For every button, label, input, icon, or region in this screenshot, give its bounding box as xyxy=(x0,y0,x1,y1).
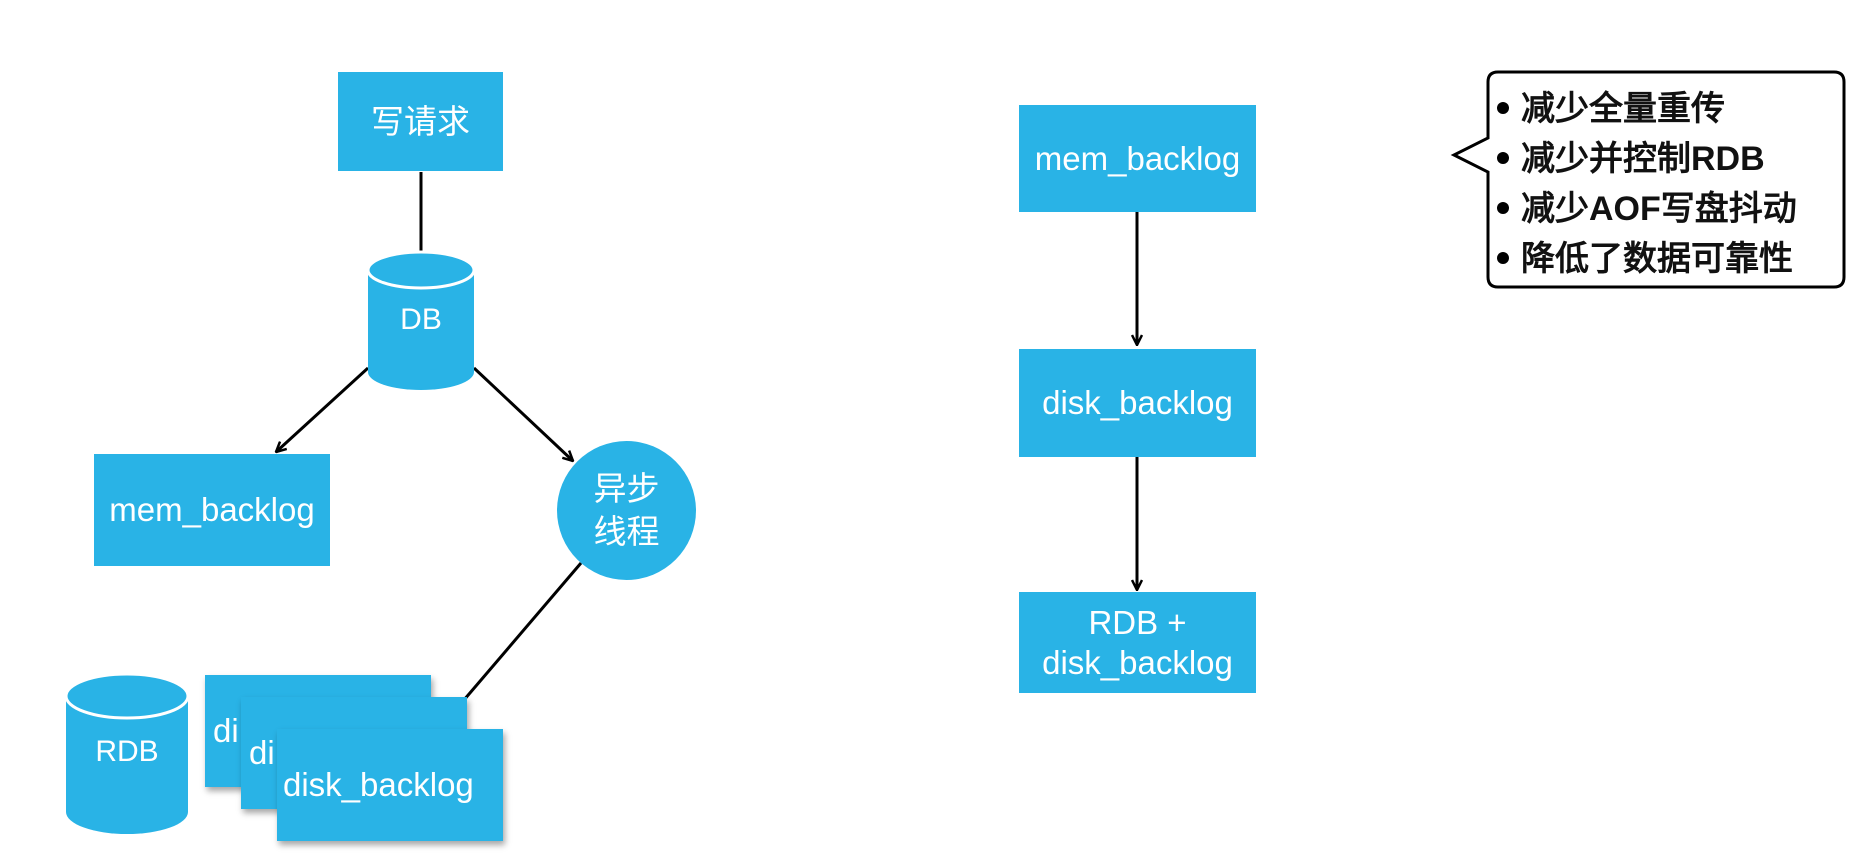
disk-stack-middle-label: di xyxy=(249,734,275,772)
db-cylinder xyxy=(366,250,476,390)
benefit-item: 降低了数据可靠性 xyxy=(1497,234,1797,284)
disk-backlog-label-right: disk_backlog xyxy=(1042,384,1233,422)
rdb-label: RDB xyxy=(95,735,159,768)
mem-backlog-box-right: mem_backlog xyxy=(1019,105,1256,212)
async-thread-circle: 异步 线程 xyxy=(557,441,696,580)
disk-backlog-box-front: disk_backlog xyxy=(277,729,503,841)
benefit-item: 减少AOF写盘抖动 xyxy=(1497,184,1797,234)
db-label: DB xyxy=(400,303,442,336)
mem-backlog-label-left: mem_backlog xyxy=(109,491,315,529)
disk-backlog-label-left: disk_backlog xyxy=(283,766,474,804)
benefit-item: 减少全量重传 xyxy=(1497,84,1797,134)
rdb-plus-disk-backlog-box: RDB + disk_backlog xyxy=(1019,592,1256,693)
rdb-plus-label-line2: disk_backlog xyxy=(1042,643,1233,681)
rdb-cylinder xyxy=(64,672,190,834)
benefit-item: 减少并控制RDB xyxy=(1497,134,1797,184)
disk-stack-back-label: di xyxy=(213,712,239,750)
rdb-plus-label-line1: RDB + xyxy=(1088,603,1187,641)
arrow-db-to-async-thread xyxy=(472,366,573,461)
benefits-list: 减少全量重传 减少并控制RDB 减少AOF写盘抖动 降低了数据可靠性 xyxy=(1483,84,1797,284)
benefits-callout: 减少全量重传 减少并控制RDB 减少AOF写盘抖动 降低了数据可靠性 xyxy=(1483,70,1843,288)
arrow-db-to-mem-backlog xyxy=(276,366,370,452)
write-request-box: 写请求 xyxy=(338,72,503,171)
async-thread-label-line2: 线程 xyxy=(593,512,660,550)
mem-backlog-box-left: mem_backlog xyxy=(94,454,330,566)
write-request-label: 写请求 xyxy=(371,102,470,140)
disk-backlog-box-right: disk_backlog xyxy=(1019,349,1256,457)
mem-backlog-label-right: mem_backlog xyxy=(1034,139,1241,177)
async-thread-label-line1: 异步 xyxy=(593,469,660,507)
